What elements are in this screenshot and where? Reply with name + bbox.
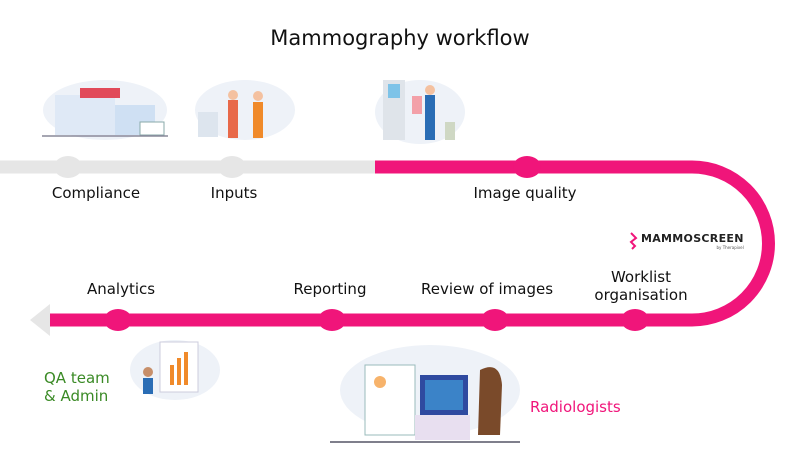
step-label: Reporting — [293, 280, 367, 298]
step-label: Inputs — [210, 184, 258, 202]
node-reporting — [318, 309, 346, 331]
inputs-illustration — [195, 80, 295, 140]
hospital-illustration — [42, 80, 168, 140]
step-label: Worklist organisation — [594, 268, 688, 304]
diagram-title: Mammography workflow — [270, 26, 530, 50]
step-label: Compliance — [51, 184, 141, 202]
node-compliance — [54, 156, 82, 178]
role-radiologists: Radiologists — [530, 398, 621, 416]
step-label: Review of images — [420, 280, 554, 298]
qa-illustration — [130, 340, 220, 400]
logo-mark-icon — [629, 232, 638, 250]
node-analytics — [104, 309, 132, 331]
arrow-head-icon — [30, 304, 50, 336]
step-label: Image quality — [473, 184, 577, 202]
node-image-quality — [513, 156, 541, 178]
node-worklist — [621, 309, 649, 331]
step-label: Analytics — [86, 280, 156, 298]
node-inputs — [218, 156, 246, 178]
mammography-machine-illustration — [375, 80, 465, 144]
role-qa-team: QA team & Admin — [44, 369, 110, 405]
active-track — [48, 160, 775, 327]
node-review-of-images — [481, 309, 509, 331]
radiologist-illustration — [330, 345, 520, 443]
